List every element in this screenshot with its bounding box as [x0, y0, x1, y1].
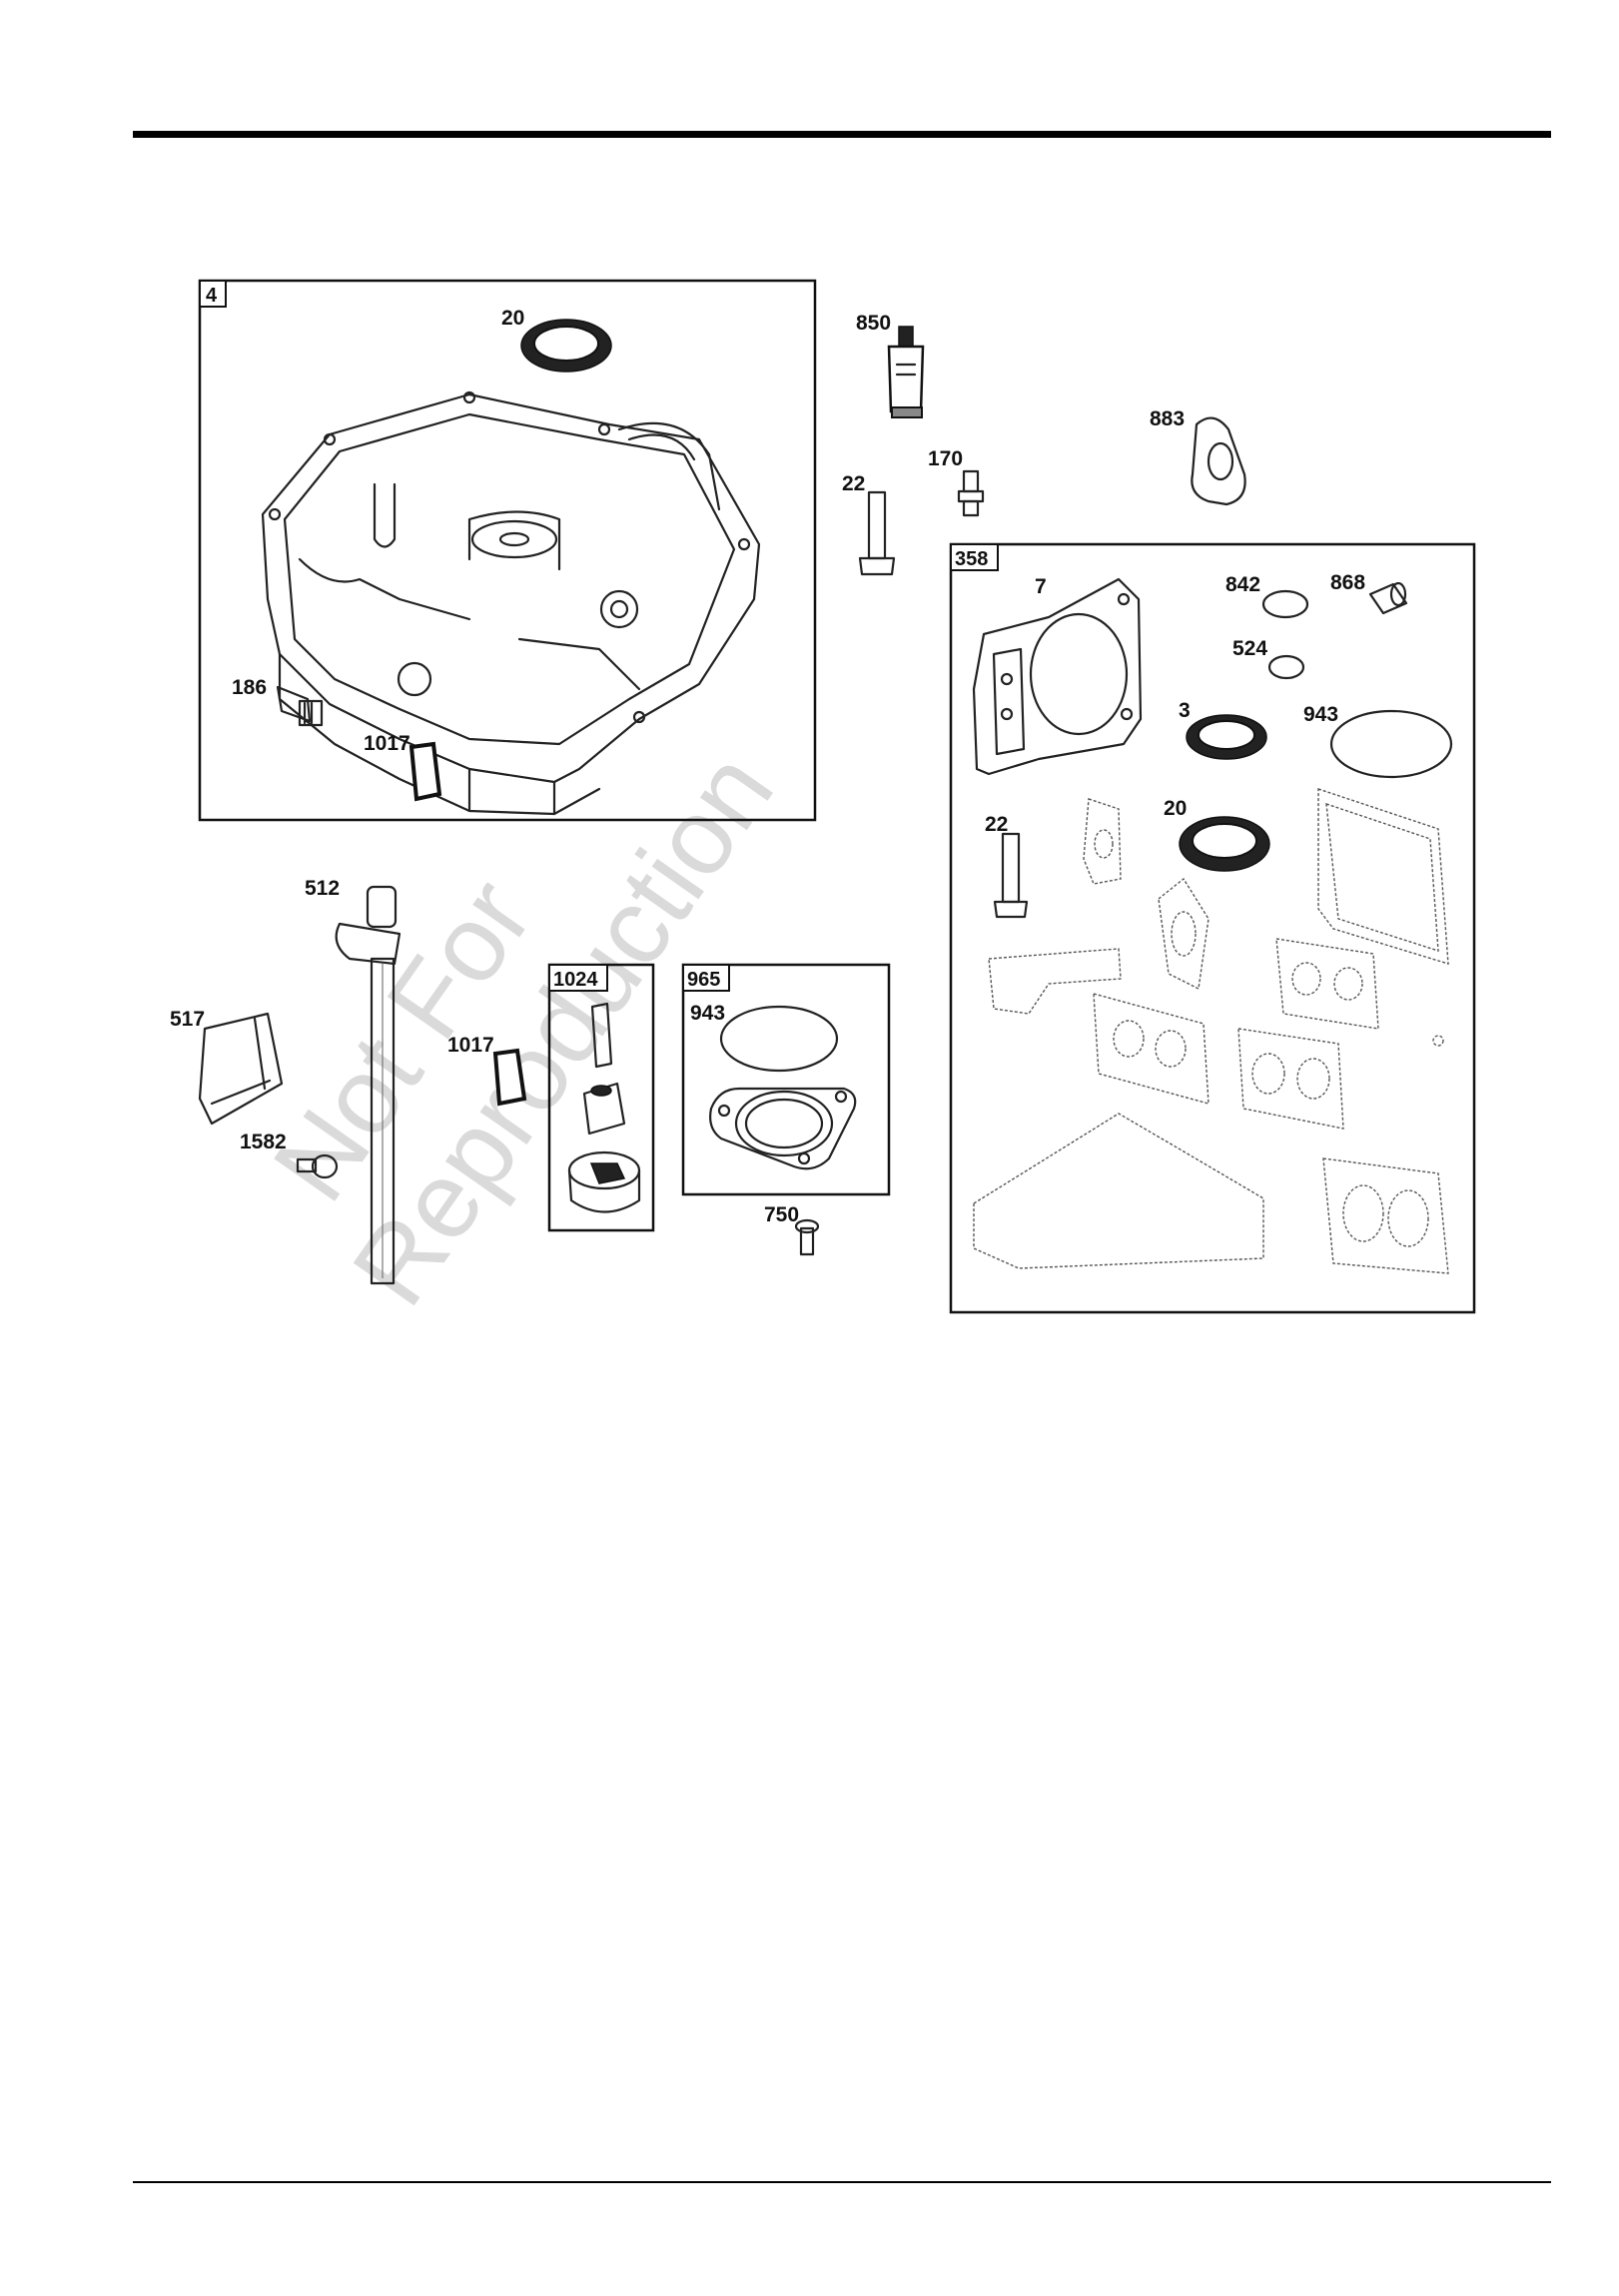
seal-3: [1187, 715, 1266, 759]
bolt-top: [860, 492, 894, 574]
sump-gasket-a: [411, 744, 439, 799]
footer-rule: [133, 2181, 1551, 2183]
callout-screw-750: 750: [764, 1203, 799, 1226]
callout-screw: 1582: [240, 1131, 287, 1153]
head-gasket: [974, 579, 1141, 774]
callout-elbow: 186: [232, 676, 267, 699]
callout-oring-524: 524: [1232, 637, 1267, 660]
watermark: Not For Reproduction: [227, 659, 796, 1325]
elbow-fitting: [278, 687, 322, 725]
callout-seal-3: 3: [1179, 699, 1191, 722]
gasket-set-box: 358 7 842 868 524 3: [951, 544, 1474, 1312]
callout-dipstick: 512: [305, 877, 340, 900]
callout-seal-20-set: 20: [1164, 797, 1187, 820]
callout-intake-gasket: 883: [1150, 407, 1185, 430]
gasket-set-box-tag: 358: [955, 548, 988, 570]
header-rule: [133, 131, 1551, 138]
stud: [959, 471, 983, 515]
callout-sealant: 850: [856, 312, 891, 335]
callout-oring-842: 842: [1225, 573, 1260, 596]
callout-oring-943-set: 943: [1303, 703, 1338, 726]
callout-sump-gasket-b: 1017: [447, 1034, 494, 1057]
callout-clip: 517: [170, 1008, 205, 1031]
sleeve-868: [1370, 583, 1406, 613]
oring-943-kit: [721, 1007, 837, 1071]
oil-seal: [521, 320, 611, 372]
cover-kit-box-tag: 965: [687, 969, 720, 991]
callout-sump-seal: 20: [501, 307, 524, 330]
oring-524: [1269, 656, 1303, 678]
callout-bolt-set: 22: [985, 813, 1008, 836]
callout-head-gasket: 7: [1035, 575, 1047, 598]
sump-box-tag: 4: [206, 285, 218, 307]
intake-gasket: [1192, 418, 1244, 504]
sump-gasket-b: [495, 1051, 524, 1104]
cover-kit-box: 965: [683, 965, 889, 1194]
oil-pump-box-tag: 1024: [553, 969, 598, 991]
bolt-set: [995, 834, 1027, 917]
oring-943-set: [1331, 711, 1451, 777]
callout-oring-868: 868: [1330, 571, 1365, 594]
callout-sump-gasket-a: 1017: [364, 732, 410, 755]
seal-20-set: [1180, 817, 1269, 871]
screw-750: [796, 1220, 818, 1254]
callout-bolt-top: 22: [842, 472, 865, 495]
callout-oring-943-kit: 943: [690, 1002, 725, 1025]
sump-box: 4 20: [200, 281, 815, 820]
oring-842: [1263, 591, 1307, 617]
retaining-clip: [200, 1014, 282, 1124]
sealant-tube: [889, 327, 923, 417]
callout-stud: 170: [928, 447, 963, 470]
